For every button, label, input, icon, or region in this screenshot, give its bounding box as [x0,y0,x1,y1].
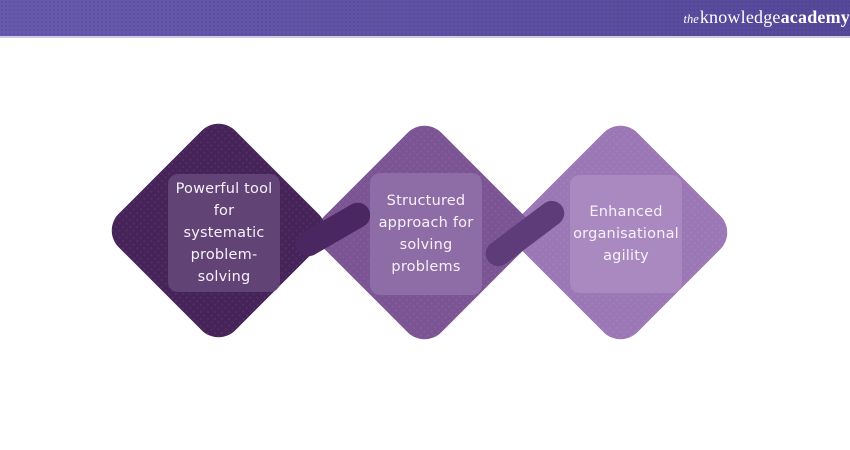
header-bar: theknowledgeacademy [0,0,850,38]
diamond-label-3: Enhanced organisational agility [573,204,679,264]
diamond-label-panel-2: Structured approach for solving problems [370,173,482,295]
brand-logo: theknowledgeacademy [684,0,850,37]
diamond-label-panel-1: Powerful tool for systematic problem- so… [168,174,280,292]
diamond-label-2: Structured approach for solving problems [378,193,474,275]
diamond-label-1: Powerful tool for systematic problem- so… [175,181,273,285]
brand-logo-academy: academy [780,7,850,27]
brand-logo-knowledge: knowledge [699,7,781,27]
brand-logo-the: the [683,12,699,26]
diamond-label-panel-3: Enhanced organisational agility [570,175,682,293]
